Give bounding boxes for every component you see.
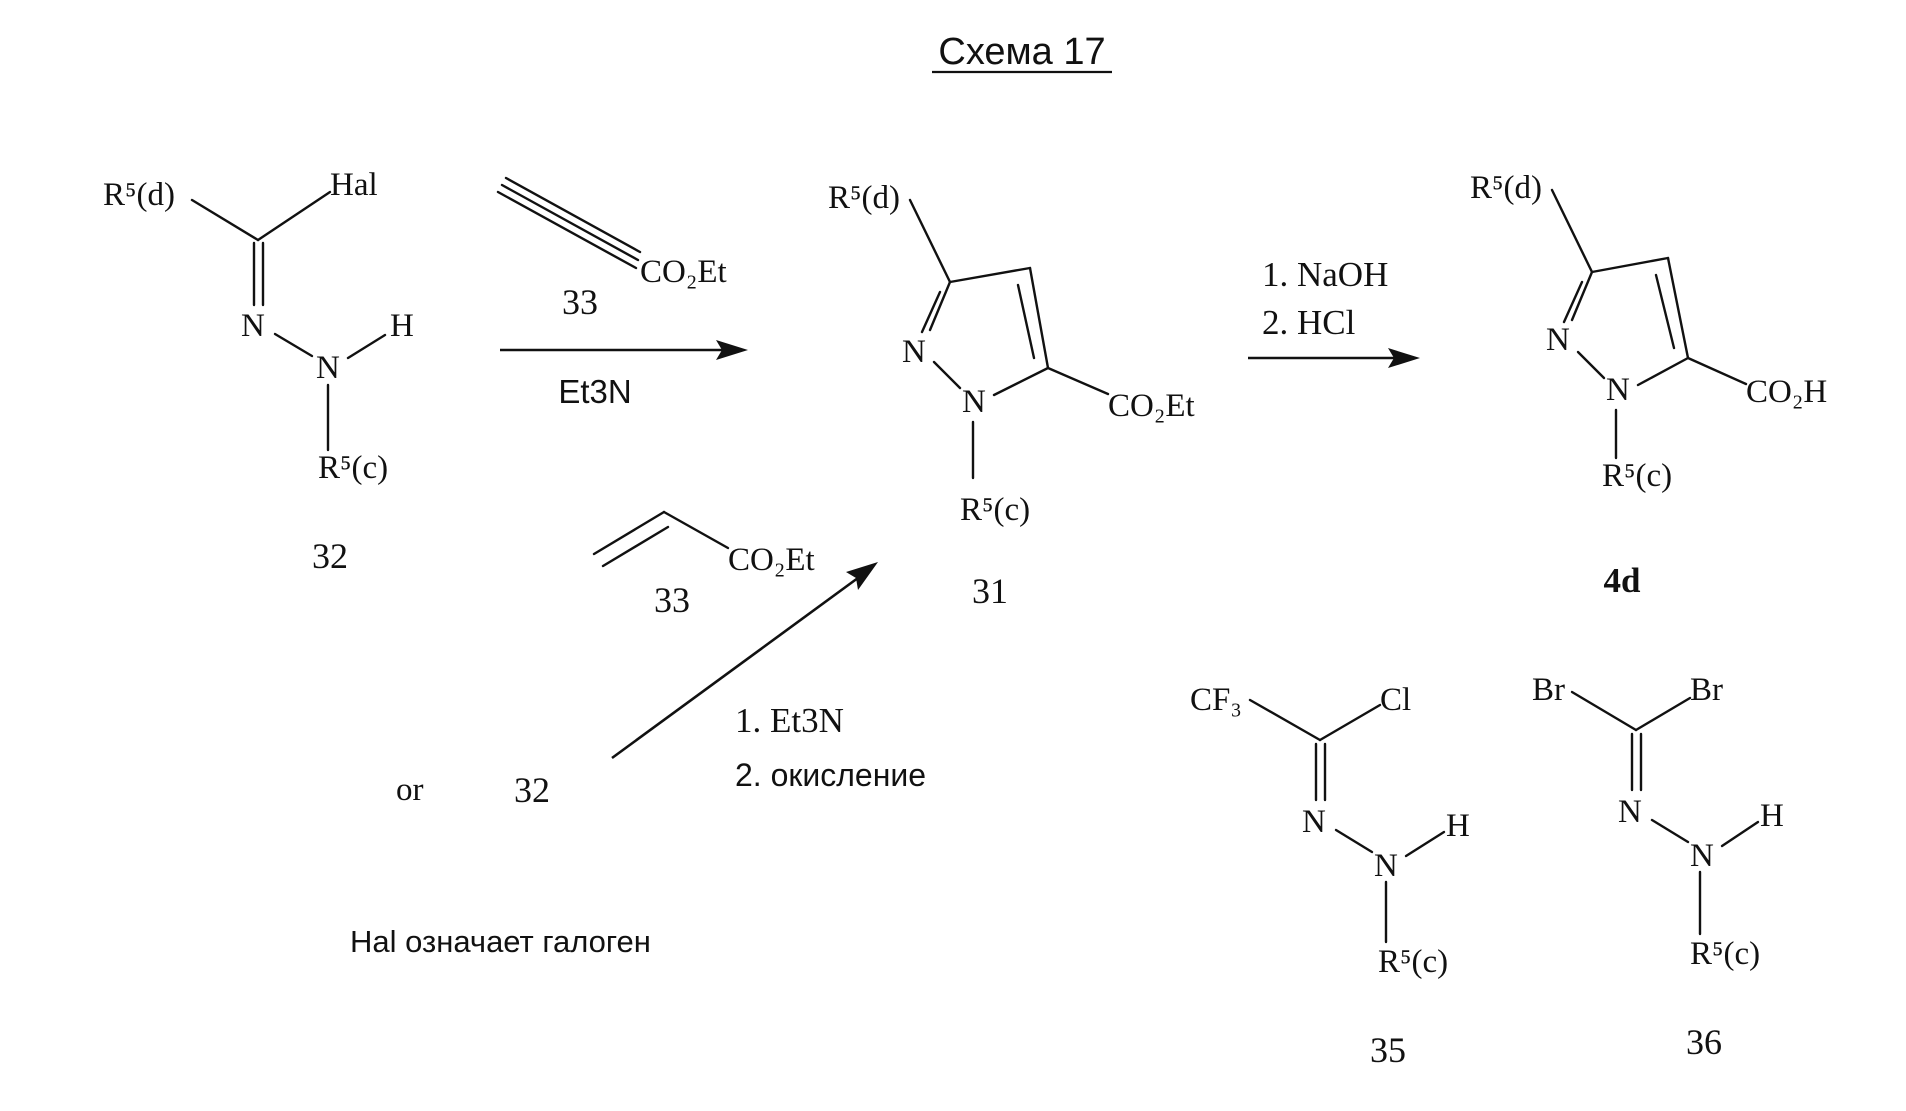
c31-bond-c5-ester xyxy=(1048,368,1108,394)
arrow-3-head xyxy=(846,562,878,590)
compound-33-acrylate: CO₂Et 33 xyxy=(594,512,815,620)
c35-bond-cf3-c xyxy=(1250,700,1320,740)
c31-r5c-label: R⁵(c) xyxy=(960,492,1030,528)
compound-4d: R⁵(d) N N CO₂H R⁵(c) 4d xyxy=(1470,170,1827,600)
arrow-1-reagent: Et3N xyxy=(558,373,631,410)
c32-n1-label: N xyxy=(241,308,265,344)
c36-h-label: H xyxy=(1760,798,1784,834)
c35-n1-label: N xyxy=(1302,804,1326,840)
compound-31: R⁵(d) N N CO₂Et R⁵(c) 31 xyxy=(828,180,1195,611)
c33b-double-bond-b xyxy=(603,527,668,566)
c32-bond-n-h xyxy=(348,335,385,358)
c4d-n2-label: N xyxy=(1546,322,1570,358)
c31-n1-label: N xyxy=(962,384,986,420)
c35-h-label: H xyxy=(1446,808,1470,844)
c4d-r5c-label: R⁵(c) xyxy=(1602,458,1672,494)
arrow-2-reagent-1: 1. NaOH xyxy=(1262,255,1388,294)
arrow-3-reagent-1: 1. Et3N xyxy=(735,701,844,740)
c31-bond-c3-c4 xyxy=(950,268,1030,282)
compound-32: R⁵(d) Hal N N H R⁵(c) 32 xyxy=(103,167,414,576)
c35-number: 35 xyxy=(1370,1030,1406,1070)
c36-br2-label: Br xyxy=(1690,672,1723,708)
c32-r5c-label: R⁵(c) xyxy=(318,450,388,486)
c31-bond-n1-c5 xyxy=(994,368,1048,395)
c36-n2-label: N xyxy=(1690,838,1714,874)
c35-n2-label: N xyxy=(1374,848,1398,884)
c35-cf3-label: CF₃ xyxy=(1190,682,1242,718)
c32-number: 32 xyxy=(312,536,348,576)
c33-top-co2et-label: CO₂Et xyxy=(640,254,727,290)
c35-r5c-label: R⁵(c) xyxy=(1378,944,1448,980)
c36-bond-n-h xyxy=(1722,822,1758,846)
c32-hal-label: Hal xyxy=(330,167,378,203)
or-label: or xyxy=(396,772,424,808)
compound-36: Br Br N N H R⁵(c) 36 xyxy=(1532,672,1784,1062)
c32-bond-r5d-c xyxy=(192,200,258,240)
scheme-title: Схема 17 xyxy=(938,31,1105,73)
c4d-bond-c4-c5 xyxy=(1668,258,1688,358)
compound-35: CF₃ Cl N N H R⁵(c) 35 xyxy=(1190,682,1470,1070)
c33-triple-bond-a xyxy=(502,185,638,260)
c32-n2-label: N xyxy=(316,350,340,386)
footnote-hal: Hal означает галоген xyxy=(350,924,651,959)
or-compound-number: 32 xyxy=(514,770,550,810)
arrow-3-reagent-2: 2. окисление xyxy=(735,757,926,793)
c33-bottom-co2et-label: CO₂Et xyxy=(728,542,815,578)
c32-h-label: H xyxy=(390,308,414,344)
c4d-bond-n2-n1 xyxy=(1578,352,1604,378)
c4d-bond-c3-c4 xyxy=(1592,258,1668,272)
c36-bond-br1-c xyxy=(1572,692,1636,730)
c32-bond-c-hal xyxy=(258,192,330,240)
c4d-bond-n1-c5 xyxy=(1638,358,1688,385)
c35-bond-n-n xyxy=(1336,830,1372,852)
c35-cl-label: Cl xyxy=(1380,682,1411,718)
c4d-inner-double-bond xyxy=(1656,275,1674,348)
reaction-arrow-1: Et3N xyxy=(500,340,748,410)
c31-r5d-label: R⁵(d) xyxy=(828,180,900,216)
c4d-number: 4d xyxy=(1604,561,1642,600)
c31-bond-r5d-c3 xyxy=(910,200,950,282)
c36-bond-c-br2 xyxy=(1636,698,1690,730)
c31-n2-label: N xyxy=(902,334,926,370)
c4d-n1-label: N xyxy=(1606,372,1630,408)
c4d-bond-c5-acid xyxy=(1688,358,1746,384)
c32-r5d-label: R⁵(d) xyxy=(103,177,175,213)
c4d-bond-r5d-c3 xyxy=(1552,190,1592,272)
c36-bond-n-n xyxy=(1652,820,1688,842)
c33-bottom-number: 33 xyxy=(654,580,690,620)
c33-triple-bond-b xyxy=(506,178,640,252)
c31-number: 31 xyxy=(972,571,1008,611)
c31-inner-double-bond xyxy=(1018,285,1034,358)
arrow-2-reagent-2: 2. HCl xyxy=(1262,303,1356,342)
c35-bond-c-cl xyxy=(1320,705,1380,740)
c31-co2et-label: CO₂Et xyxy=(1108,388,1195,424)
c33b-bond-to-ester xyxy=(664,512,728,548)
c36-br1-label: Br xyxy=(1532,672,1565,708)
c36-r5c-label: R⁵(c) xyxy=(1690,936,1760,972)
c36-n1-label: N xyxy=(1618,794,1642,830)
c33-triple-bond-c xyxy=(498,192,636,268)
c31-bond-n2-n1 xyxy=(934,362,960,388)
c4d-r5d-label: R⁵(d) xyxy=(1470,170,1542,206)
c35-bond-n-h xyxy=(1406,832,1444,856)
c33b-double-bond-a xyxy=(594,512,664,554)
c36-number: 36 xyxy=(1686,1022,1722,1062)
c32-bond-n-n xyxy=(275,334,312,356)
reaction-arrow-2: 1. NaOH 2. HCl xyxy=(1248,255,1420,368)
c33-top-number: 33 xyxy=(562,282,598,322)
c4d-co2h-label: CO₂H xyxy=(1746,374,1827,410)
compound-33-alkyne: CO₂Et 33 xyxy=(498,178,727,322)
